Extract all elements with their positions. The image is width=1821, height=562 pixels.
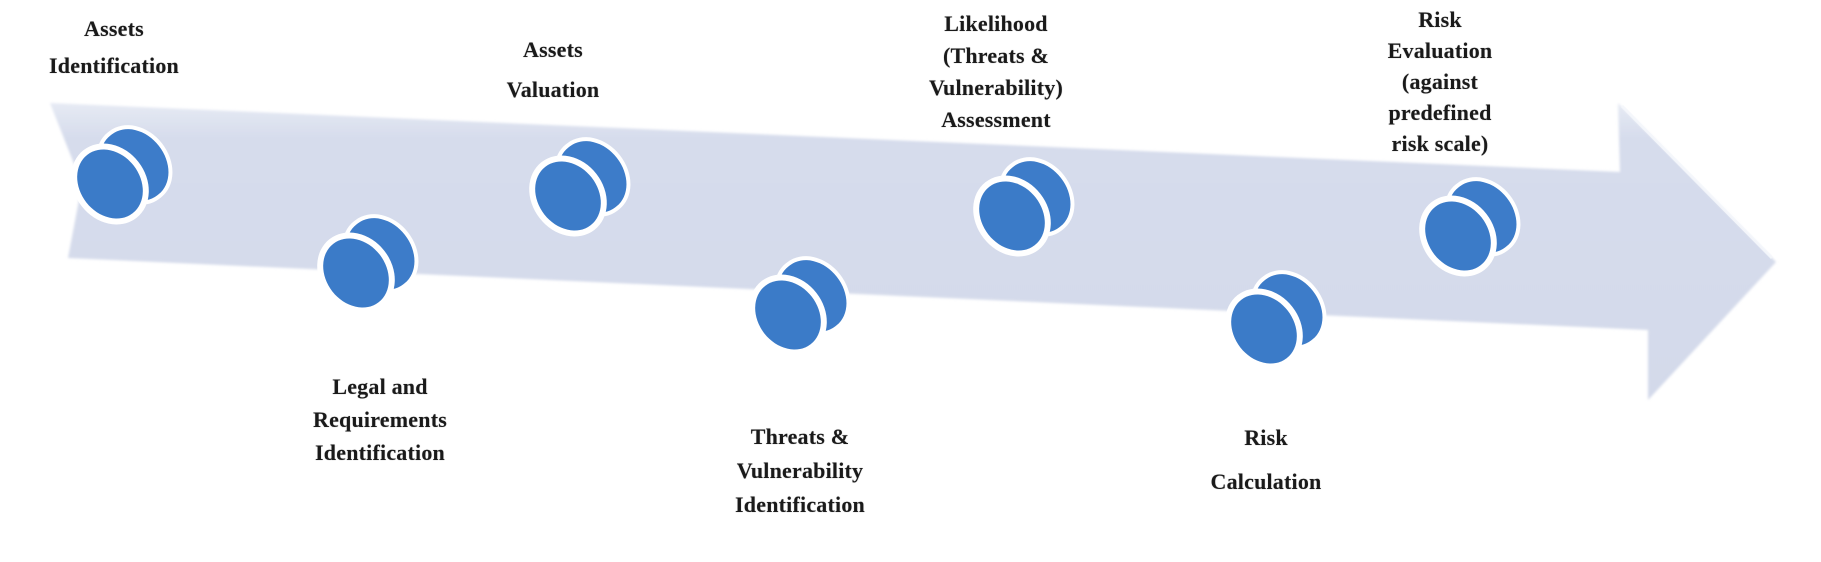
step-7-label-line-3: (against <box>1401 69 1479 94</box>
step-7-label-line-2: Evaluation <box>1387 38 1493 63</box>
step-3-label-line-1: Assets <box>523 37 583 62</box>
step-6-label: Risk Calculation <box>1211 416 1322 504</box>
arrowhead-highlight <box>1620 104 1774 260</box>
step-5-label-line-2: (Threats & <box>942 43 1050 68</box>
step-4-label-line-1: Threats & <box>750 424 850 449</box>
step-5-label-line-1: Likelihood <box>944 11 1048 36</box>
step-7-label-line-4: predefined <box>1388 100 1492 125</box>
step-6-label-line-2: Calculation <box>1210 469 1322 494</box>
step-2-label: Legal and Requirements Identification <box>313 370 447 469</box>
step-3-label: Assets Valuation <box>507 30 600 110</box>
step-7-label: Risk Evaluation (against predefined risk… <box>1388 4 1493 159</box>
process-arrow <box>50 103 1776 400</box>
step-2-label-line-1: Legal and <box>332 374 428 399</box>
step-2-label-line-2: Requirements <box>313 407 447 432</box>
step-7-label-line-1: Risk <box>1418 7 1462 32</box>
step-5-label-line-3: Vulnerability) <box>928 75 1064 100</box>
step-1-label-line-2: Identification <box>49 53 179 78</box>
step-6-label-line-1: Risk <box>1244 425 1288 450</box>
step-1-label: Assets Identification <box>49 10 179 84</box>
step-4-label-line-3: Identification <box>735 492 865 517</box>
step-2-label-line-3: Identification <box>315 440 445 465</box>
step-5-label: Likelihood (Threats & Vulnerability) Ass… <box>929 8 1063 136</box>
step-7-label-line-5: risk scale) <box>1391 131 1489 156</box>
step-3-label-line-2: Valuation <box>506 77 600 102</box>
step-5-label-line-4: Assessment <box>941 107 1051 132</box>
step-4-label: Threats & Vulnerability Identification <box>735 420 865 522</box>
step-4-label-line-2: Vulnerability <box>736 458 864 483</box>
arrow-body <box>50 103 1776 400</box>
step-1-label-line-1: Assets <box>84 16 144 41</box>
